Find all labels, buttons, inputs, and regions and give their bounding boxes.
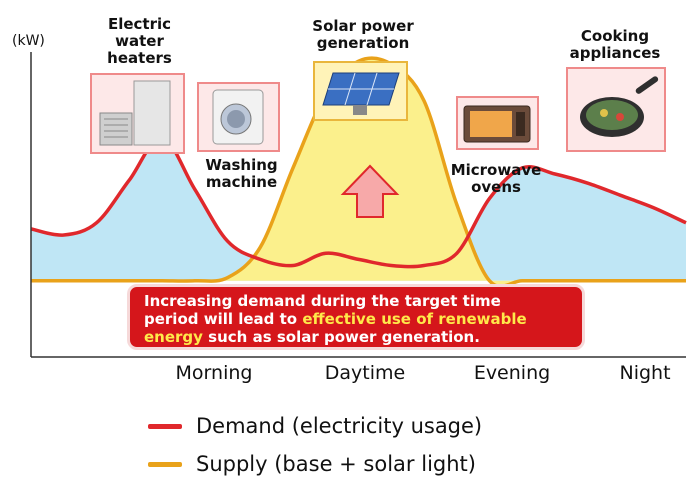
washing-machine-icon [197, 82, 280, 152]
legend-demand-swatch [148, 423, 182, 429]
water-heater-icon [90, 73, 185, 154]
solar-panel-icon [313, 61, 408, 121]
x-tick-evening: Evening [473, 362, 551, 384]
y-axis-label: (kW) [12, 33, 45, 49]
callout-line3: energy such as solar power generation. [144, 328, 572, 346]
series-line-demand [30, 135, 687, 269]
callout-line3-highlight: energy [144, 328, 203, 346]
label-microwave-text: Microwave ovens [450, 161, 542, 196]
legend-demand-label: Demand (electricity usage) [196, 414, 483, 438]
frying-pan-icon [566, 67, 666, 152]
legend-demand: Demand (electricity usage) [148, 414, 482, 438]
legend-supply-label: Supply (base + solar light) [196, 452, 476, 476]
callout-box: Increasing demand during the target time… [127, 284, 585, 350]
label-microwave: Microwave ovens [436, 162, 556, 196]
callout-line1: Increasing demand during the target time [144, 292, 501, 310]
area-demand [31, 137, 686, 281]
legend-supply: Supply (base + solar light) [148, 452, 476, 476]
x-tick-night: Night [619, 362, 671, 384]
up-arrow-icon [340, 164, 400, 218]
label-water-heaters: Electric water heaters [92, 16, 187, 67]
label-washing-machine-text: Washing machine [205, 156, 278, 191]
callout-line3-post: such as solar power generation. [202, 328, 480, 346]
legend-supply-swatch [148, 461, 182, 467]
callout-line2-pre: period will lead to [144, 310, 303, 328]
area-supply [31, 58, 686, 287]
label-washing-machine: Washing machine [194, 157, 289, 191]
x-tick-morning: Morning [175, 362, 253, 384]
label-cooking-text: Cooking appliances [569, 27, 661, 62]
callout-line2-highlight: effective use of renewable [302, 310, 527, 328]
label-cooking: Cooking appliances [550, 28, 680, 62]
x-tick-daytime: Daytime [324, 362, 406, 384]
microwave-icon [456, 96, 539, 150]
label-water-heaters-text: Electric water heaters [107, 15, 172, 67]
callout-line2: period will lead to effective use of ren… [144, 310, 572, 328]
label-solar: Solar power generation [293, 18, 433, 52]
label-solar-text: Solar power generation [312, 17, 414, 52]
